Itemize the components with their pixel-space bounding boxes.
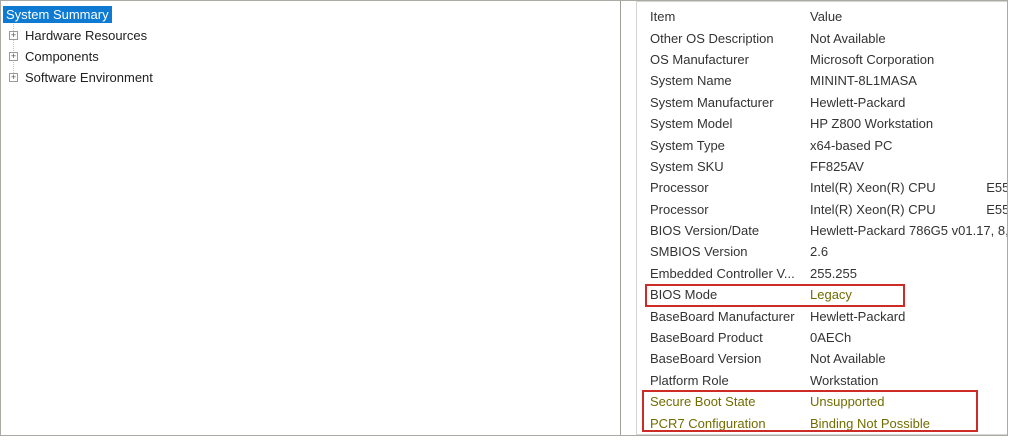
table-row[interactable]: Secure Boot State Unsupported [637, 391, 1007, 412]
expand-icon[interactable]: + [9, 51, 18, 61]
table-row[interactable]: System Model HP Z800 Workstation [637, 113, 1007, 134]
value-cell: Hewlett-Packard [810, 94, 906, 110]
table-row[interactable]: Processor Intel(R) Xeon(R) CPU E5506 [637, 177, 1007, 198]
table-row[interactable]: System Manufacturer Hewlett-Packard [637, 92, 1007, 113]
item-cell: BaseBoard Version [650, 351, 762, 367]
table-row[interactable]: System Type x64-based PC [637, 134, 1007, 155]
value-cell: HP Z800 Workstation [810, 116, 934, 132]
tree-item-label: System Summary [3, 6, 112, 23]
value-cell: Microsoft Corporation [810, 51, 935, 67]
table-row[interactable]: BaseBoard Product 0AECh [637, 327, 1007, 348]
value-cell: Intel(R) Xeon(R) CPU E5506 [810, 201, 1007, 217]
item-cell: BaseBoard Manufacturer [650, 308, 795, 324]
value-cell: Binding Not Possible [810, 415, 930, 431]
item-cell: System SKU [650, 158, 724, 174]
tree-guide-line [13, 17, 14, 79]
tree-item-label: Software Environment [25, 70, 153, 85]
expand-icon[interactable]: + [9, 72, 18, 82]
category-tree: System Summary + Hardware Resources + Compon… [1, 1, 621, 435]
value-cell: Hewlett-Packard 786G5 v01.17, 8, [810, 223, 1007, 239]
item-cell: Other OS Description [650, 30, 774, 46]
expand-icon[interactable]: + [9, 30, 18, 40]
table-row[interactable]: Platform Role Workstation [637, 370, 1007, 391]
table-row[interactable]: Processor Intel(R) Xeon(R) CPU E5506 [637, 199, 1007, 220]
tree-item-system-summary[interactable]: System Summary [3, 4, 620, 25]
item-cell: Secure Boot State [650, 394, 756, 410]
value-cell: Intel(R) Xeon(R) CPU E5506 [810, 180, 1007, 196]
tree-item-label: Components [25, 49, 99, 64]
value-cell: MININT-8L1MASA [810, 73, 917, 89]
item-cell: OS Manufacturer [650, 51, 749, 67]
table-row[interactable]: SMBIOS Version 2.6 [637, 241, 1007, 262]
value-cell: x64-based PC [810, 137, 893, 153]
item-cell: System Type [650, 137, 725, 153]
item-cell: Processor [650, 201, 709, 217]
table-row[interactable]: System Name MININT-8L1MASA [637, 70, 1007, 91]
item-cell: Platform Role [650, 372, 729, 388]
value-cell: Unsupported [810, 394, 885, 410]
value-cell: 0AECh [810, 330, 852, 346]
item-cell: System Name [650, 73, 732, 89]
item-cell: System Manufacturer [650, 94, 774, 110]
value-cell: 2.6 [810, 244, 829, 260]
item-cell: BaseBoard Product [650, 330, 763, 346]
item-cell: BIOS Mode [650, 287, 718, 303]
value-cell: FF825AV [810, 158, 864, 174]
table-row[interactable]: BIOS Mode Legacy [637, 284, 1007, 305]
tree-item-components[interactable]: + Components [3, 46, 620, 67]
item-cell: System Model [650, 116, 733, 132]
table-row[interactable]: PCR7 Configuration Binding Not Possible [637, 412, 1007, 433]
table-row[interactable]: Embedded Controller V... 255.255 [637, 263, 1007, 284]
tree-item-hardware-resources[interactable]: + Hardware Resources [3, 25, 620, 46]
value-cell: Workstation [810, 372, 879, 388]
value-cell: Hewlett-Packard [810, 308, 906, 324]
item-cell: PCR7 Configuration [650, 415, 766, 431]
table-header-row: Item Value [637, 6, 1007, 27]
table-row[interactable]: BaseBoard Manufacturer Hewlett-Packard [637, 305, 1007, 326]
value-cell: 255.255 [810, 265, 857, 281]
table-row[interactable]: BaseBoard Version Not Available [637, 348, 1007, 369]
table-row[interactable]: Other OS Description Not Available [637, 27, 1007, 48]
item-cell: BIOS Version/Date [650, 223, 760, 239]
column-header-item[interactable]: Item [650, 9, 676, 25]
column-header-value[interactable]: Value [810, 9, 843, 25]
value-cell: Legacy [810, 287, 852, 303]
value-cell: Not Available [810, 30, 886, 46]
item-cell: Processor [650, 180, 709, 196]
tree-item-software-environment[interactable]: + Software Environment [3, 67, 620, 88]
item-cell: SMBIOS Version [650, 244, 748, 260]
table-row[interactable]: OS Manufacturer Microsoft Corporation [637, 49, 1007, 70]
tree-item-label: Hardware Resources [25, 28, 148, 43]
value-cell: Not Available [810, 351, 886, 367]
table-row[interactable]: System SKU FF825AV [637, 156, 1007, 177]
table-row[interactable]: BIOS Version/Date Hewlett-Packard 786G5 v… [637, 220, 1007, 241]
item-cell: Embedded Controller V... [650, 265, 795, 281]
